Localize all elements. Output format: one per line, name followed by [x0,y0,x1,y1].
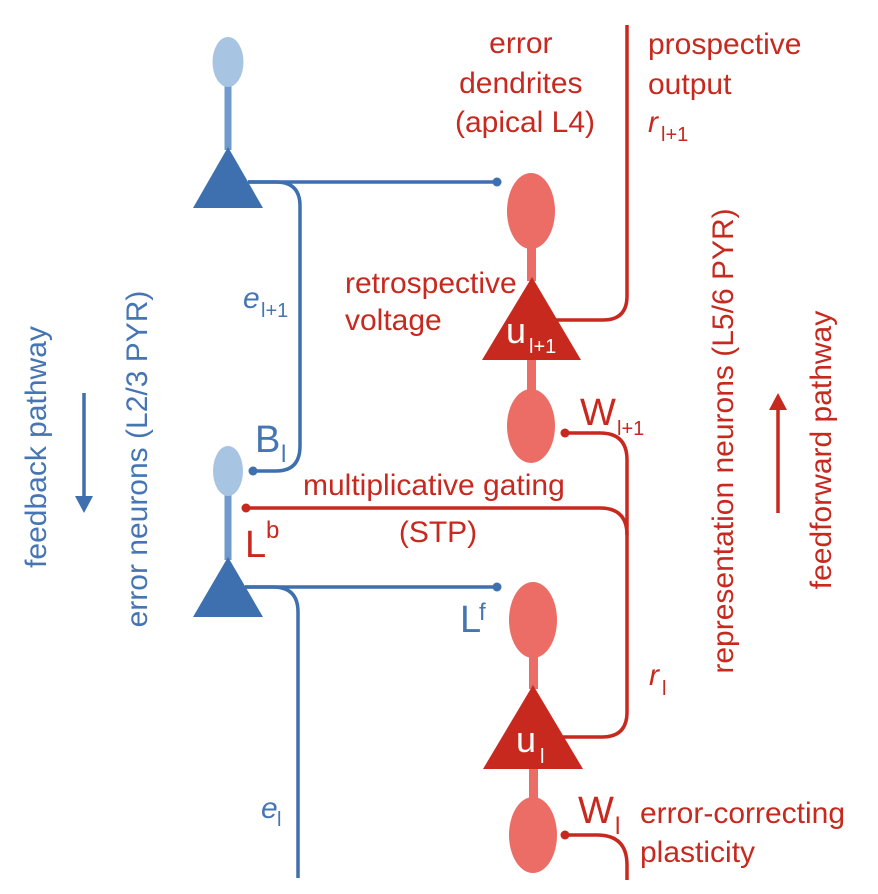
label-W-lower-main: W [578,790,614,832]
label-W-upper-sub: l+1 [617,418,644,440]
label-representation-neurons: representation neurons (L5/6 PYR) [707,208,740,673]
label-u-lower-sub: l [540,746,544,768]
label-L-b-main: L [245,524,266,566]
feedforward-arrow-icon [769,393,787,513]
label-W-upper: W l+1 [580,392,644,440]
label-B-sub: l [281,441,286,468]
representation-neuron-apical-stem-lower [529,654,538,689]
label-prospective-line1: prospective [648,28,801,61]
label-plasticity-line1: error-correcting [640,797,845,830]
label-feedforward-pathway: feedforward pathway [805,311,838,590]
prospective-output-axon-upper [555,25,629,322]
label-W-lower: W l [578,790,620,840]
label-r-upper-main: r [648,106,659,139]
label-prospective-output: prospective output [648,28,810,101]
error-neuron-soma-upper [193,147,263,208]
label-B: B l [255,419,286,468]
error-neuron-stem-lower [224,493,232,560]
label-B-main: B [255,419,280,461]
feedback-axon-e-lower [245,585,300,878]
synapse-dot-W-upper [560,428,570,438]
error-neuron-soma-lower [193,557,263,617]
error-neuron-stem-upper [224,84,232,150]
label-e-upper-main: e [243,282,260,315]
label-W-upper-main: W [580,392,616,434]
synapse-dot-apical-upper [492,177,502,187]
error-dendrite-apical-lower [509,582,557,658]
label-u-upper: u l+1 [506,310,556,358]
label-plasticity-line2: plasticity [640,836,755,869]
representation-neuron-upper [482,25,629,463]
label-e-lower: e l [261,792,282,831]
representation-neuron-lower [241,428,629,880]
label-L-f-main: L [460,599,481,641]
label-L-b-sup: b [266,517,279,544]
representation-neuron-basal-stem-lower [529,766,538,800]
label-error-neurons: error neurons (L2/3 PYR) [121,291,154,628]
label-gating-line2: (STP) [399,516,477,549]
basal-dendrite-lower [509,797,557,873]
error-dendrite-apical-upper [507,173,555,249]
label-u-upper-sub: l+1 [529,336,556,358]
error-neuron-upper [193,37,502,476]
label-u-lower: u l [516,719,544,768]
label-multiplicative-gating: multiplicative gating (STP) [303,469,573,549]
label-r-upper-sub: l+1 [661,124,688,146]
feedforward-arrow-head [769,393,787,410]
feedback-axon-e-upper [248,180,302,473]
label-error-dendrites-line3: (apical L4) [455,106,595,139]
label-error-correcting-plasticity: error-correcting plasticity [640,797,853,869]
synapse-dot-Lb [241,503,251,513]
label-error-dendrites-line1: error [489,27,552,60]
label-retrospective-line2: voltage [345,304,442,337]
label-prospective-line2: output [648,68,732,101]
label-e-upper-sub: l+1 [261,300,288,322]
basal-dendrite-upper [507,389,555,463]
representation-neuron-basal-stem-upper [527,357,536,391]
gating-axon-Lb [249,506,629,536]
synapse-dot-W-lower [560,830,570,840]
label-e-upper: e l+1 [243,282,288,322]
label-r-upper: r l+1 [648,106,688,146]
label-retrospective-line1: retrospective [345,267,517,300]
label-u-upper-main: u [506,310,526,351]
representation-neuron-soma-lower [483,685,583,769]
label-e-lower-main: e [261,792,278,825]
representation-neuron-apical-stem-upper [527,245,536,281]
label-e-lower-sub: l [277,809,281,831]
label-u-lower-main: u [516,719,536,760]
feedback-arrow-icon [75,393,93,513]
feedback-arrow-head [75,496,93,513]
label-retrospective-voltage: retrospective voltage [345,267,525,337]
error-neuron-lower [193,446,502,878]
label-r-lower-main: r [649,659,660,692]
label-gating-line1: multiplicative gating [303,469,565,502]
label-r-lower-sub: l [662,678,666,700]
label-W-lower-sub: l [615,813,620,840]
label-error-dendrites: error dendrites (apical L4) [455,27,595,139]
label-feedback-pathway: feedback pathway [20,326,53,568]
synapse-dot-Lf [492,582,502,592]
error-neuron-dendrite-upper [212,37,244,87]
output-axon-r-lower [562,431,629,739]
error-neuron-dendrite-lower [213,446,243,496]
label-r-lower: r l [649,659,666,700]
label-L-b: L b [245,517,279,566]
label-L-f: L f [460,599,486,641]
label-L-f-sup: f [479,599,486,626]
input-axon-W-lower [568,833,629,880]
synapse-dot-B [248,466,258,476]
representation-neuron-soma-upper [482,277,581,360]
label-error-dendrites-line2: dendrites [459,67,582,100]
